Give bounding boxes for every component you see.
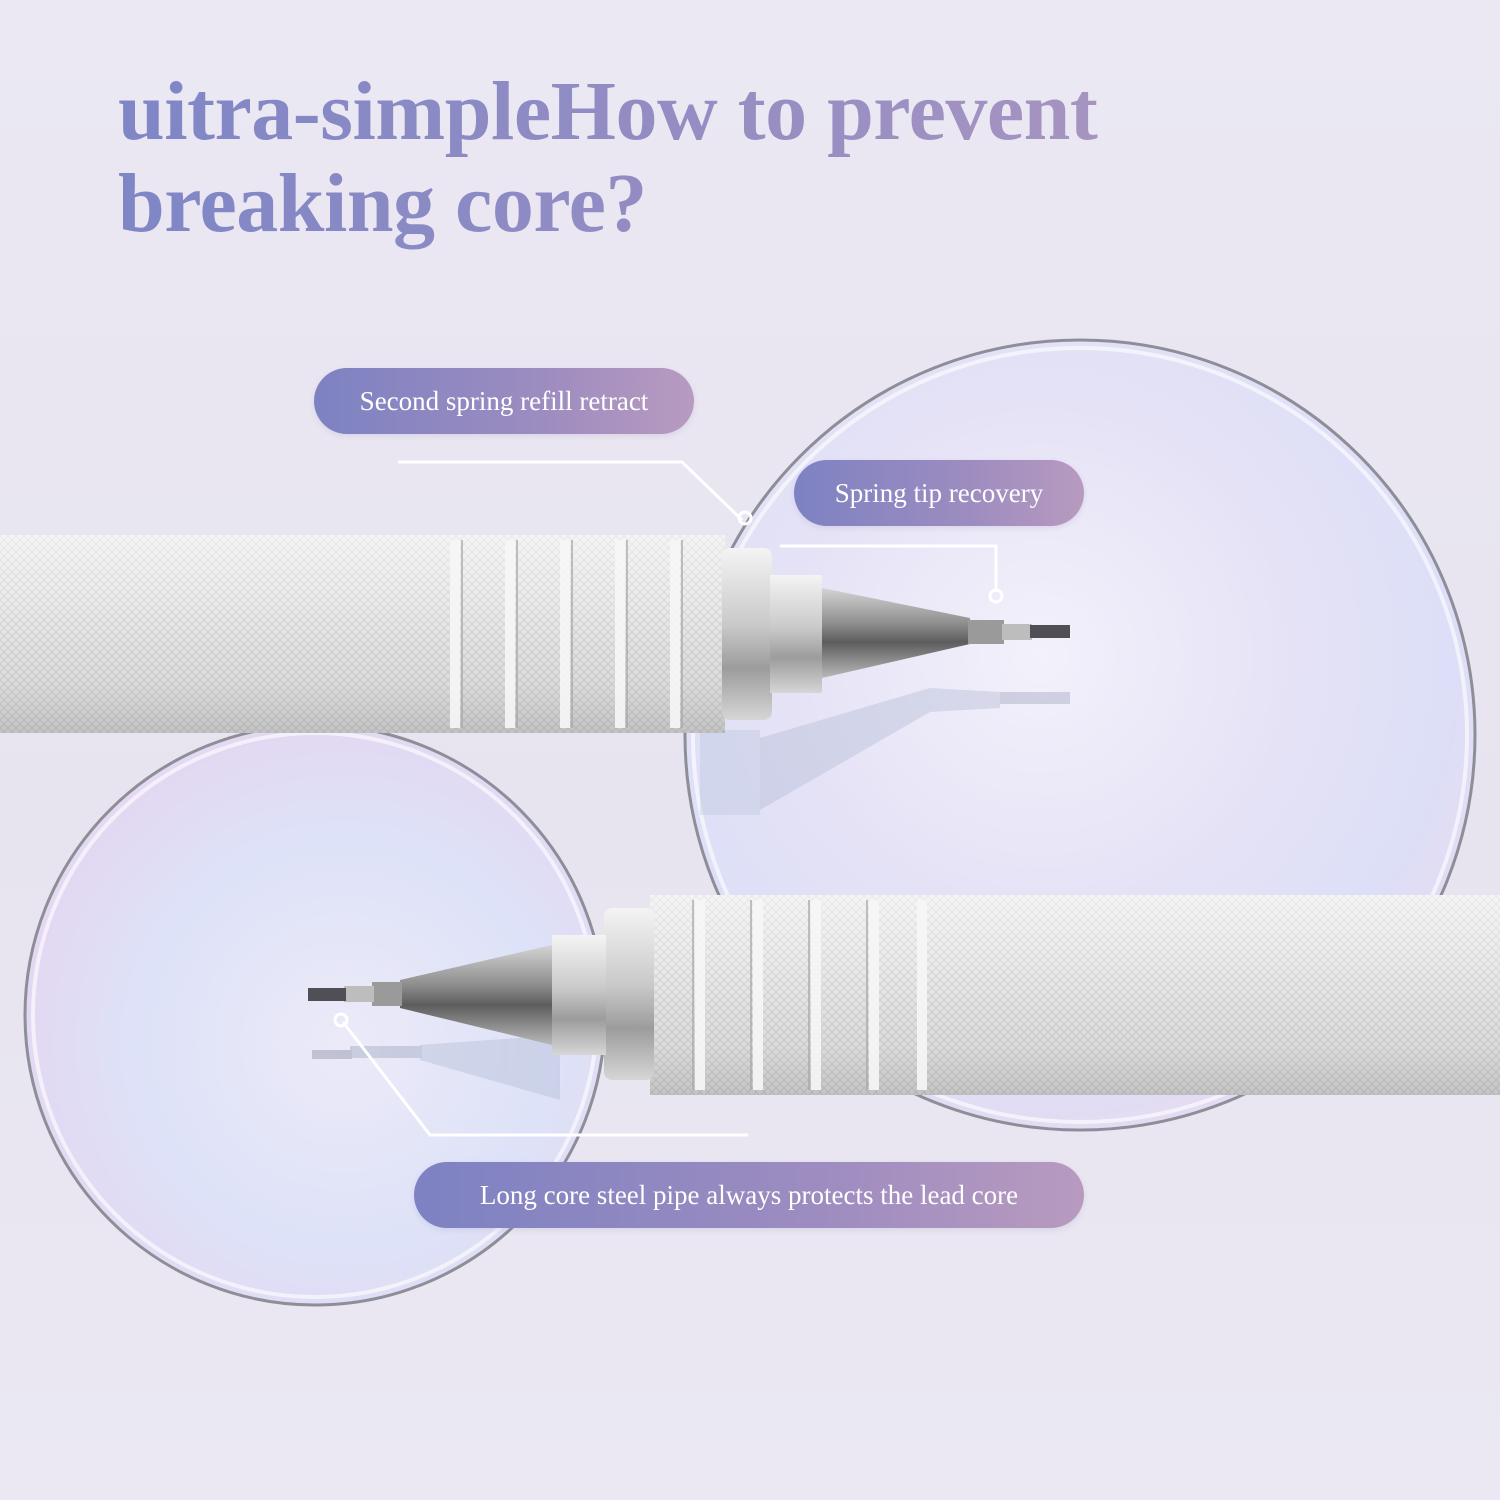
headline-line-1: uitra-simpleHow to prevent — [118, 66, 1418, 158]
headline: uitra-simpleHow to prevent breaking core… — [118, 66, 1418, 250]
callout-long-core: Long core steel pipe always protects the… — [414, 1162, 1084, 1228]
upper-pencil-image — [0, 535, 1070, 733]
leader-second-spring — [398, 460, 744, 522]
callout-leader-lines — [341, 460, 998, 1137]
leader-long-core — [341, 1021, 748, 1137]
callout-second-spring: Second spring refill retract — [314, 368, 694, 434]
leader-spring-tip — [780, 544, 998, 592]
callout-markers — [333, 510, 1004, 1028]
marker-second-spring — [737, 510, 753, 526]
marker-long-core — [333, 1012, 349, 1028]
headline-line-2: breaking core? — [118, 158, 1418, 250]
upper-pencil-reflection — [700, 688, 1070, 815]
lower-pencil-image — [308, 895, 1500, 1095]
marker-spring-tip — [988, 588, 1004, 604]
callout-spring-tip: Spring tip recovery — [794, 460, 1084, 526]
